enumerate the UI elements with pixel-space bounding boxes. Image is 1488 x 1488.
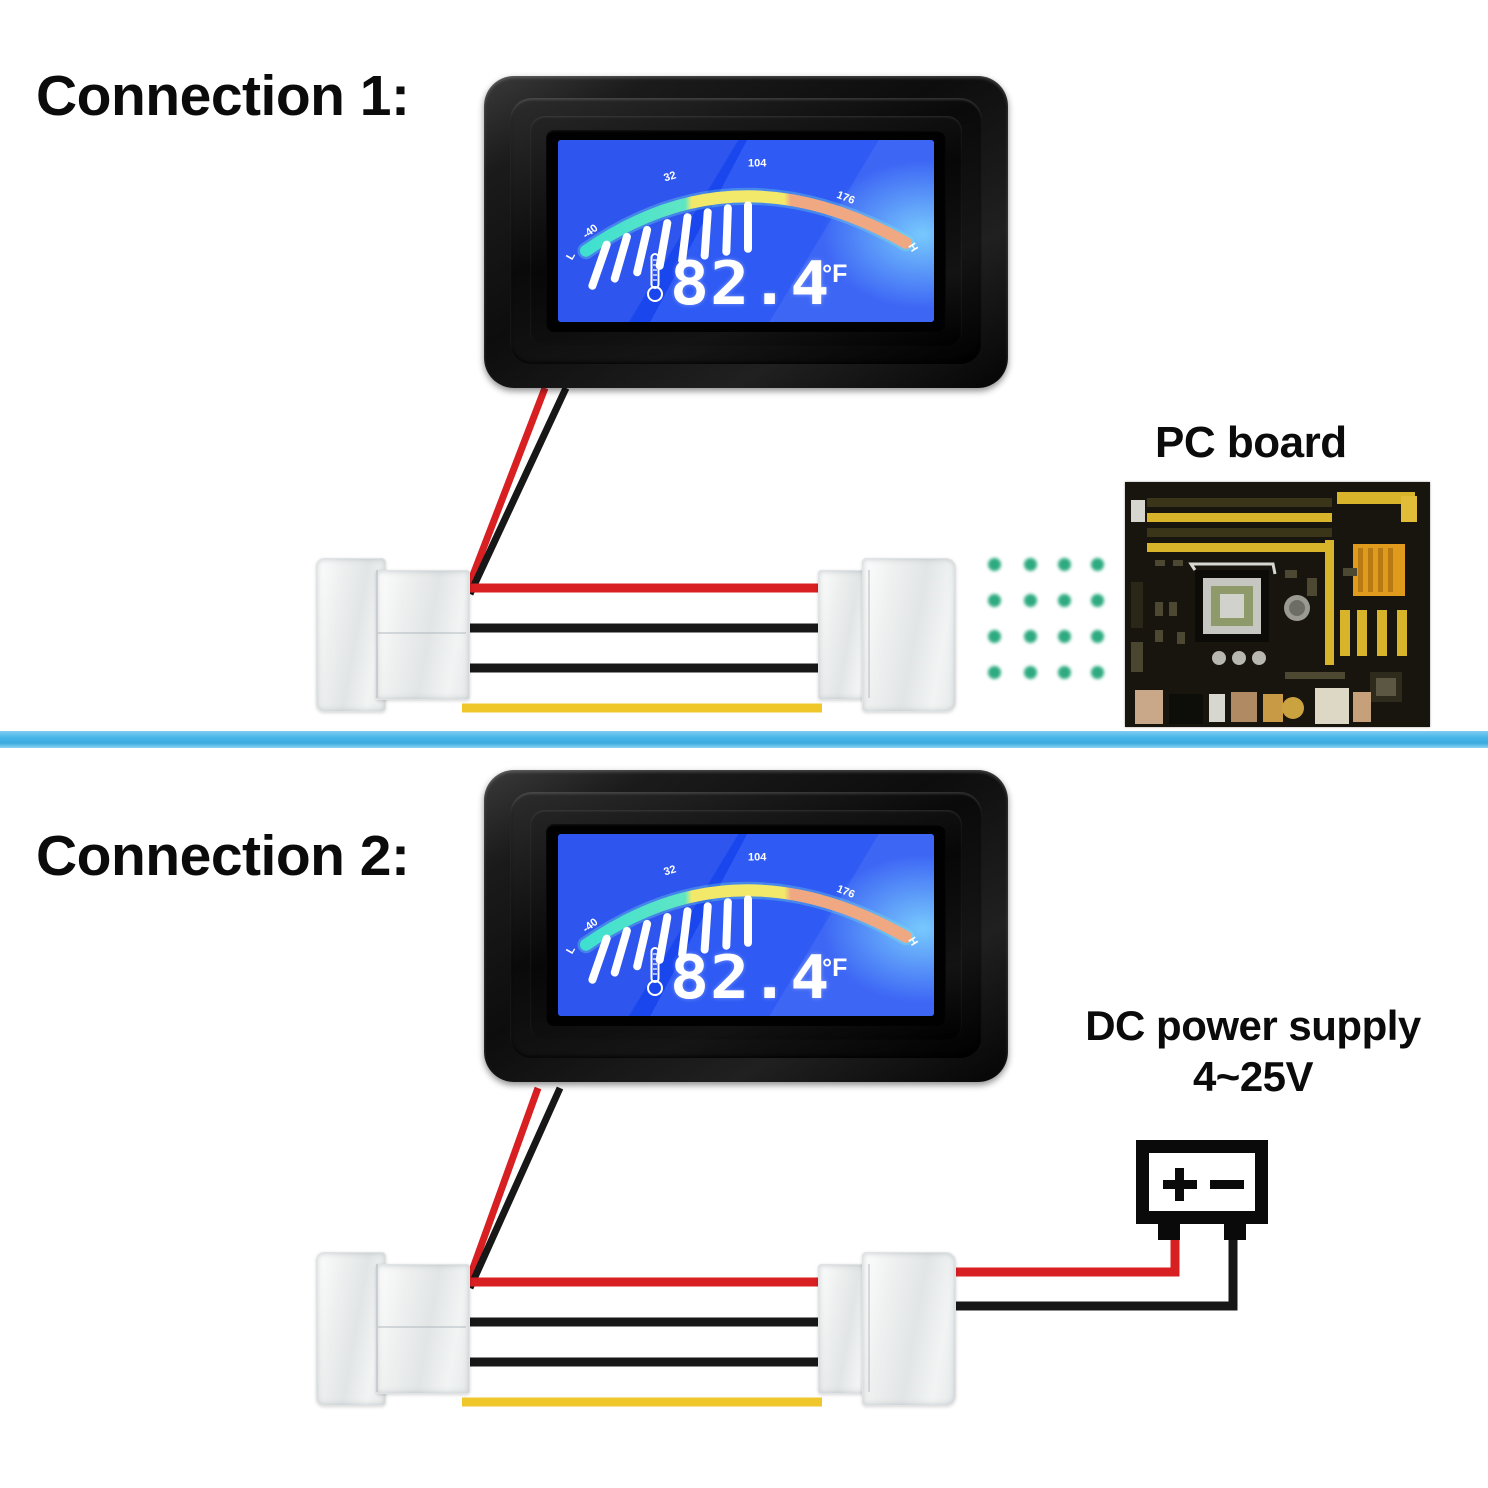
dc-power-supply-label: DC power supply 4~25V <box>1058 1000 1448 1102</box>
gauge-tick-2: 104 <box>748 158 767 170</box>
temperature-unit-2: °F <box>822 956 847 981</box>
wire-red-to-psu <box>948 1233 1180 1277</box>
psu-leg-negative <box>1224 1224 1246 1240</box>
pc-board-image <box>1125 482 1430 727</box>
gauge-label-low-2: L <box>564 944 578 956</box>
lcd-screen-2: L -40 32 104 176 H <box>558 834 934 1016</box>
lcd-screen-1: L -40 32 104 176 H <box>558 140 934 322</box>
gauge-arc <box>580 190 912 257</box>
wire-red-meter-2 <box>464 1086 542 1284</box>
wire-black-meter <box>466 386 570 596</box>
gauge-tick-labels-2: L -40 32 104 176 H <box>564 852 920 956</box>
molex-connector-right-2 <box>818 1242 958 1414</box>
gauge-tick-2-2: 104 <box>748 852 767 864</box>
temperature-value-1: 82.4 <box>669 248 830 319</box>
lcd-readout-1: 82.4 °F <box>558 248 934 319</box>
scale-symbol-2: F <box>832 954 848 983</box>
dc-power-supply-voltage: 4~25V <box>1192 1053 1314 1101</box>
temperature-value-2: 82.4 <box>669 942 830 1013</box>
connection-1-title: Connection 1: <box>36 64 410 128</box>
degree-symbol: ° <box>822 260 833 289</box>
connection-2-title: Connection 2: <box>36 824 410 888</box>
temperature-unit-1: °F <box>822 262 847 287</box>
pc-board-label: PC board <box>1155 418 1347 467</box>
gauge-graphic-1: L -40 32 104 176 H <box>564 158 920 290</box>
gauge-tick-1-2: 32 <box>662 863 677 878</box>
connector-dot-grid <box>988 558 1108 680</box>
temperature-meter-2: L -40 32 104 176 H <box>484 770 1008 1082</box>
psu-frame <box>1136 1140 1268 1224</box>
lcd-readout-2: 82.4 °F <box>558 942 934 1013</box>
gauge-label-low: L <box>564 250 578 262</box>
wire-red-meter <box>464 386 549 590</box>
psu-leg-positive <box>1158 1224 1180 1240</box>
gauge-bars-2 <box>588 895 752 984</box>
dc-power-supply-terminal <box>1136 1140 1268 1240</box>
molex-connector-left-1 <box>316 548 476 720</box>
molex-connector-right-1 <box>818 548 958 720</box>
thermometer-icon-2 <box>646 947 663 997</box>
section-divider <box>0 731 1488 748</box>
gauge-tick-1: 32 <box>662 169 677 184</box>
gauge-bars <box>588 201 752 290</box>
wire-black-to-psu <box>948 1233 1238 1311</box>
plus-symbol-bar-v <box>1175 1168 1184 1201</box>
dc-power-supply-title: DC power supply <box>1085 1002 1421 1049</box>
temperature-meter-1: L -40 32 104 176 H <box>484 76 1008 388</box>
scale-symbol: F <box>832 260 848 289</box>
minus-symbol-bar <box>1210 1180 1244 1189</box>
degree-symbol-2: ° <box>822 954 833 983</box>
molex-connector-left-2 <box>316 1242 476 1414</box>
thermometer-icon <box>646 253 663 303</box>
wire-black-meter-2 <box>466 1086 564 1290</box>
gauge-graphic-2: L -40 32 104 176 H <box>564 852 920 984</box>
gauge-arc-2 <box>580 884 912 951</box>
